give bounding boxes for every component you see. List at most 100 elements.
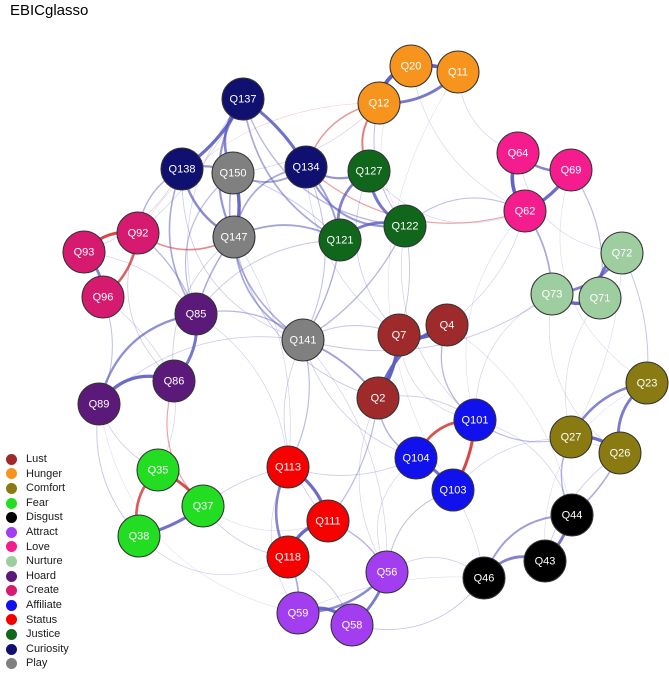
graph-node[interactable]: Q122 <box>383 204 427 248</box>
graph-node-circle[interactable] <box>160 147 204 191</box>
graph-node[interactable]: Q35 <box>136 448 180 492</box>
legend-swatch-icon <box>6 482 17 494</box>
graph-node-circle[interactable] <box>221 77 265 121</box>
graph-node-circle[interactable] <box>436 50 480 94</box>
legend-swatch-icon <box>6 526 17 538</box>
graph-node-circle[interactable] <box>276 591 320 635</box>
graph-node[interactable]: Q127 <box>347 149 391 193</box>
legend-item: Justice <box>4 627 124 642</box>
graph-edge <box>380 65 412 227</box>
graph-node[interactable]: Q118 <box>266 535 310 579</box>
graph-node-circle[interactable] <box>496 131 540 175</box>
graph-node[interactable]: Q12 <box>357 81 401 125</box>
graph-node-circle[interactable] <box>600 231 644 275</box>
graph-node[interactable]: Q138 <box>160 147 204 191</box>
graph-node-circle[interactable] <box>503 189 547 233</box>
graph-node[interactable]: Q4 <box>425 303 469 347</box>
graph-node-circle[interactable] <box>357 81 401 125</box>
graph-node-circle[interactable] <box>549 415 593 459</box>
graph-node-circle[interactable] <box>578 276 622 320</box>
graph-node[interactable]: Q56 <box>365 550 409 594</box>
graph-node-circle[interactable] <box>462 556 506 600</box>
graph-node-circle[interactable] <box>116 211 160 255</box>
graph-node[interactable]: Q69 <box>549 148 593 192</box>
graph-node[interactable]: Q38 <box>117 514 161 558</box>
graph-node[interactable]: Q96 <box>81 275 125 319</box>
graph-node-circle[interactable] <box>212 215 256 259</box>
graph-node-circle[interactable] <box>530 272 574 316</box>
graph-node[interactable]: Q85 <box>174 292 218 336</box>
graph-node[interactable]: Q103 <box>431 468 475 512</box>
graph-node[interactable]: Q86 <box>152 359 196 403</box>
graph-node-circle[interactable] <box>625 361 669 405</box>
graph-node[interactable]: Q101 <box>453 398 497 442</box>
graph-node-circle[interactable] <box>598 431 642 475</box>
graph-node-circle[interactable] <box>266 535 310 579</box>
graph-node[interactable]: Q20 <box>389 44 433 88</box>
graph-node[interactable]: Q23 <box>625 361 669 405</box>
graph-node-circle[interactable] <box>356 376 400 420</box>
graph-node[interactable]: Q58 <box>330 603 374 647</box>
graph-node[interactable]: Q59 <box>276 591 320 635</box>
graph-node[interactable]: Q2 <box>356 376 400 420</box>
graph-node-circle[interactable] <box>431 468 475 512</box>
graph-node-circle[interactable] <box>365 550 409 594</box>
graph-node[interactable]: Q111 <box>306 499 350 543</box>
graph-node-circle[interactable] <box>347 149 391 193</box>
graph-node-circle[interactable] <box>77 382 121 426</box>
graph-node-circle[interactable] <box>377 313 421 357</box>
graph-node-circle[interactable] <box>174 292 218 336</box>
graph-node-circle[interactable] <box>383 204 427 248</box>
graph-node-circle[interactable] <box>211 151 255 195</box>
graph-node-circle[interactable] <box>306 499 350 543</box>
graph-node-circle[interactable] <box>394 436 438 480</box>
graph-node-circle[interactable] <box>389 44 433 88</box>
graph-node[interactable]: Q44 <box>550 493 594 537</box>
graph-node[interactable]: Q113 <box>266 445 310 489</box>
graph-node[interactable]: Q27 <box>549 415 593 459</box>
graph-node-circle[interactable] <box>523 539 567 583</box>
graph-node-circle[interactable] <box>62 230 106 274</box>
graph-node[interactable]: Q92 <box>116 211 160 255</box>
graph-node[interactable]: Q43 <box>523 539 567 583</box>
graph-node-circle[interactable] <box>117 514 161 558</box>
graph-node-circle[interactable] <box>549 148 593 192</box>
graph-node-circle[interactable] <box>425 303 469 347</box>
graph-node[interactable]: Q141 <box>281 318 325 362</box>
legend-swatch-icon <box>6 512 17 524</box>
graph-node-circle[interactable] <box>330 603 374 647</box>
graph-node-circle[interactable] <box>181 484 225 528</box>
graph-node[interactable]: Q11 <box>436 50 480 94</box>
graph-edge <box>570 252 623 438</box>
legend-swatch-icon <box>6 599 17 611</box>
graph-node-circle[interactable] <box>550 493 594 537</box>
graph-node-circle[interactable] <box>453 398 497 442</box>
graph-node[interactable]: Q64 <box>496 131 540 175</box>
graph-node[interactable]: Q89 <box>77 382 121 426</box>
graph-node[interactable]: Q93 <box>62 230 106 274</box>
graph-node[interactable]: Q37 <box>181 484 225 528</box>
graph-node-circle[interactable] <box>152 359 196 403</box>
graph-node[interactable]: Q121 <box>318 218 362 262</box>
graph-node-circle[interactable] <box>266 445 310 489</box>
graph-node[interactable]: Q72 <box>600 231 644 275</box>
graph-node[interactable]: Q150 <box>211 151 255 195</box>
graph-node[interactable]: Q137 <box>221 77 265 121</box>
graph-node[interactable]: Q71 <box>578 276 622 320</box>
legend-swatch-icon <box>6 628 17 640</box>
graph-node[interactable]: Q46 <box>462 556 506 600</box>
graph-node-circle[interactable] <box>284 145 328 189</box>
graph-node[interactable]: Q134 <box>284 145 328 189</box>
graph-node[interactable]: Q7 <box>377 313 421 357</box>
graph-node-circle[interactable] <box>136 448 180 492</box>
graph-node[interactable]: Q73 <box>530 272 574 316</box>
graph-node-circle[interactable] <box>81 275 125 319</box>
graph-node[interactable]: Q104 <box>394 436 438 480</box>
graph-node[interactable]: Q147 <box>212 215 256 259</box>
graph-node-circle[interactable] <box>281 318 325 362</box>
legend-item: Hunger <box>4 467 124 482</box>
legend-item-label: Love <box>26 540 50 553</box>
graph-node-circle[interactable] <box>318 218 362 262</box>
graph-node[interactable]: Q62 <box>503 189 547 233</box>
graph-node[interactable]: Q26 <box>598 431 642 475</box>
